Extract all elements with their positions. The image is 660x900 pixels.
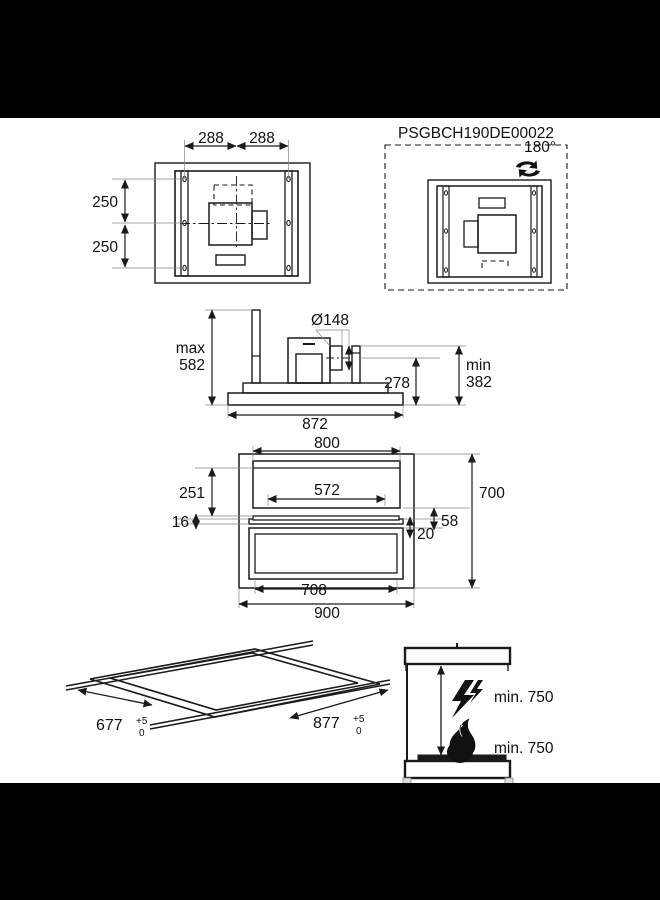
dim-label-58: 58 (441, 513, 458, 530)
clearance-hood-body (403, 646, 512, 666)
clearance-label-gas: min. 750 (494, 740, 554, 757)
front-lower-panel-inner (254, 533, 398, 574)
plan-left-motor-box (208, 202, 253, 246)
dim-label-582: 582 (179, 357, 205, 374)
dim-label-278: 278 (384, 375, 410, 392)
dim-label-700: 700 (479, 485, 505, 502)
dim-label-diameter-148: Ø148 (311, 312, 349, 329)
lightning-bolt-icon (452, 680, 483, 718)
drawing-sheet: 288 288 250 250 (0, 118, 660, 783)
cutout-outer-outline (89, 648, 381, 718)
plan-right-control-panel (478, 197, 506, 209)
view-plan-right (384, 144, 568, 291)
plan-left-control-panel (215, 254, 246, 266)
cutout-dim-labels: 677 +5 0 877 +5 0 (96, 714, 365, 739)
dim-label-16: 16 (172, 514, 189, 531)
plan-right-fixing-holes (444, 190, 536, 273)
view-clearance (402, 643, 514, 783)
clearance-worktop-legs (402, 777, 514, 783)
dim-label-cutout-677-tol-minus: 0 (139, 728, 145, 739)
front-lower-panel (248, 527, 404, 580)
clearance-label-electric: min. 750 (494, 689, 554, 706)
view-elevation-front (175, 446, 480, 608)
dim-label-max: max (176, 340, 206, 357)
dim-label-382: 382 (466, 374, 492, 391)
rotate-180-icon (516, 160, 540, 178)
plan-left-centre-lines (180, 176, 272, 250)
side-base-plate (227, 392, 404, 406)
clearance-worktop (403, 759, 512, 780)
dim-label-cutout-877-tol-minus: 0 (356, 726, 362, 737)
plan-right-body (436, 185, 543, 278)
dim-label-288-left: 288 (198, 130, 224, 147)
letterbox-bar-bottom (0, 783, 660, 900)
dim-label-288-right: 288 (249, 130, 275, 147)
dim-label-250-top: 250 (92, 194, 118, 211)
plan-right-rail-right (530, 185, 538, 278)
plan-right-title: PSGBCH190DE00022 (398, 125, 554, 142)
front-filter-lip-inner (252, 515, 400, 521)
dim-label-cutout-677-tol-plus: +5 (136, 716, 148, 727)
side-telescopic-tube-right (351, 345, 361, 384)
dim-label-250-bottom: 250 (92, 239, 118, 256)
dim-label-572: 572 (314, 482, 340, 499)
plan-left-witness-lines (112, 140, 289, 269)
plan-right-rail-left (442, 185, 450, 278)
dim-label-cutout-877: 877 (313, 715, 340, 732)
side-motor-inner (295, 353, 323, 384)
dim-label-min: min (466, 357, 491, 374)
view-plan-left (112, 140, 311, 284)
plan-left-dashed-outline (213, 184, 253, 206)
dim-label-900: 900 (314, 605, 340, 622)
dim-label-cutout-877-tol-plus: +5 (353, 714, 365, 725)
dim-label-872: 872 (302, 416, 328, 433)
dim-line-cutout-877 (289, 688, 389, 720)
rotation-label-180: 180° (524, 139, 556, 156)
plan-right-outer-plate (427, 179, 552, 284)
cutout-aperture-outline (109, 652, 359, 711)
dim-label-800: 800 (314, 435, 340, 452)
plan-right-duct-outlet (463, 220, 479, 248)
plan-left-duct-outlet (251, 210, 268, 240)
letterbox-bar-top (0, 0, 660, 118)
plan-right-motor-box (477, 214, 517, 254)
dim-label-cutout-677: 677 (96, 717, 123, 734)
dim-label-708: 708 (301, 582, 327, 599)
front-upper-recess (252, 460, 401, 509)
side-body-plate (242, 382, 389, 394)
plan-right-dashed-frame (384, 144, 568, 291)
dim-line-cutout-677 (77, 687, 153, 708)
plan-right-dashed-outline (481, 260, 509, 268)
dim-label-251: 251 (179, 485, 205, 502)
flame-icon (447, 718, 476, 763)
view-elevation-side (205, 309, 466, 419)
side-telescopic-tube-left (251, 309, 261, 384)
dim-label-20: 20 (417, 526, 435, 543)
view-cutout-isometric (65, 640, 391, 730)
plan-left-body (174, 170, 299, 277)
